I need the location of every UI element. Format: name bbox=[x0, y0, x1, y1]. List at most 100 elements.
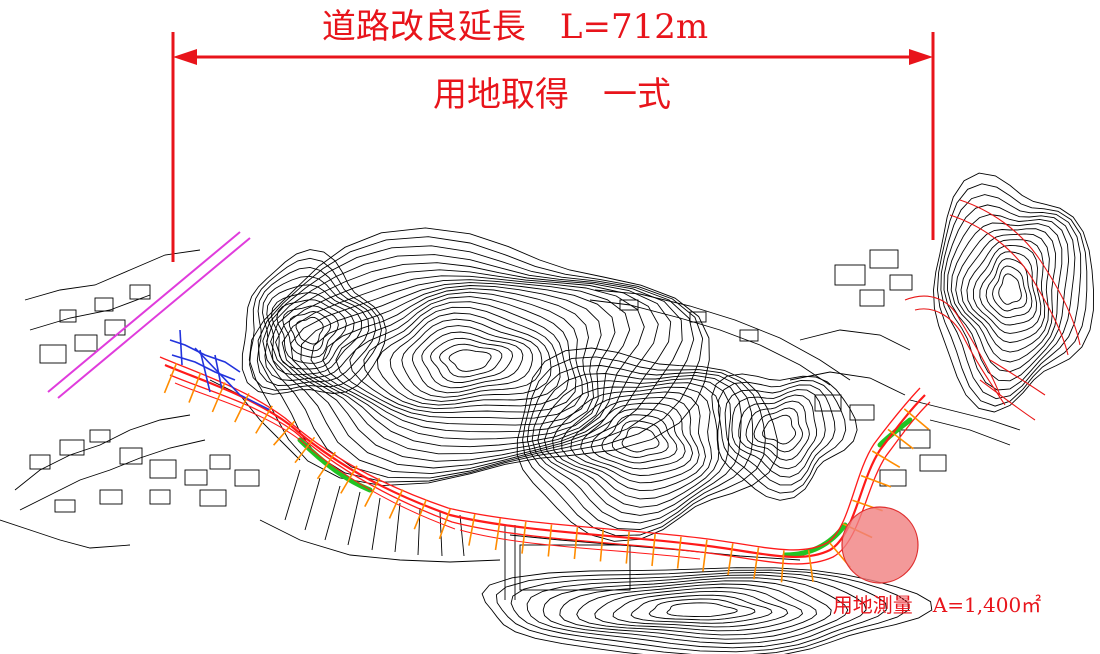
dimension-bracket bbox=[171, 32, 935, 262]
survey-cross-section-mark bbox=[871, 450, 901, 468]
contour-line bbox=[621, 426, 660, 453]
contour-lines bbox=[241, 172, 1094, 654]
contour-line bbox=[266, 284, 362, 376]
contour-line bbox=[940, 194, 1082, 400]
contour-line bbox=[430, 337, 514, 383]
contour-line bbox=[960, 233, 1050, 353]
survey-cross-section-mark bbox=[294, 436, 316, 464]
contour-line bbox=[950, 222, 1063, 373]
contour-line bbox=[937, 183, 1088, 407]
building-lots-center bbox=[259, 289, 851, 600]
survey-cross-section-mark bbox=[211, 382, 226, 413]
contour-line bbox=[295, 316, 324, 345]
contour-line bbox=[933, 172, 1094, 413]
east-slope-hatching bbox=[904, 199, 1081, 421]
contour-line bbox=[611, 420, 669, 458]
survey-cross-section-mark bbox=[188, 372, 202, 403]
contour-line bbox=[439, 343, 503, 378]
contour-line bbox=[552, 386, 713, 500]
contour-line bbox=[762, 414, 797, 445]
survey-cross-section-mark bbox=[364, 477, 381, 507]
contour-line bbox=[966, 239, 1046, 343]
survey-cross-section-mark bbox=[234, 393, 250, 423]
building-lots-west bbox=[0, 249, 301, 549]
contour-line bbox=[281, 275, 645, 455]
contour-line bbox=[241, 249, 387, 395]
contour-line bbox=[955, 228, 1057, 363]
land-survey-area-circle bbox=[841, 506, 919, 584]
contour-line bbox=[711, 373, 858, 501]
contour-line bbox=[276, 299, 347, 364]
contour-line bbox=[495, 569, 909, 654]
survey-cross-section-mark bbox=[340, 465, 358, 494]
survey-cross-section-mark bbox=[413, 499, 428, 530]
contour-line bbox=[972, 244, 1042, 334]
contour-line bbox=[411, 325, 533, 394]
contour-line bbox=[271, 292, 355, 370]
contour-line bbox=[576, 583, 817, 636]
survey-cross-section-mark bbox=[887, 428, 914, 450]
survey-cross-section-mark bbox=[807, 550, 814, 583]
survey-cross-section-mark bbox=[651, 534, 656, 567]
contour-line bbox=[724, 384, 836, 486]
contour-line bbox=[526, 574, 867, 649]
contour-line bbox=[946, 214, 1070, 382]
survey-cross-section-mark bbox=[753, 547, 760, 580]
contour-line bbox=[998, 273, 1022, 305]
contour-line bbox=[376, 306, 561, 406]
road-route-centerline bbox=[159, 356, 931, 565]
contour-line bbox=[731, 389, 826, 478]
contour-line bbox=[531, 373, 742, 524]
contour-line bbox=[249, 257, 382, 391]
railway bbox=[47, 231, 251, 399]
survey-cross-section-mark bbox=[780, 550, 785, 583]
survey-cross-section-mark bbox=[272, 420, 296, 446]
contour-line bbox=[421, 331, 524, 389]
contour-line bbox=[282, 305, 339, 358]
contour-line bbox=[516, 347, 778, 542]
contour-line bbox=[257, 236, 704, 483]
survey-cross-section-mark bbox=[625, 531, 630, 564]
land-survey-label: 用地測量 A=1,400㎡ bbox=[833, 593, 1041, 617]
contour-line bbox=[300, 282, 616, 440]
contour-line bbox=[270, 262, 672, 469]
building-lots-east bbox=[789, 249, 1021, 487]
contour-line bbox=[290, 279, 631, 448]
contour-line bbox=[363, 301, 570, 410]
survey-cross-section-mark bbox=[468, 513, 476, 546]
survey-cross-section-mark bbox=[438, 508, 452, 540]
road-length-label: 道路改良延長 L=712m bbox=[322, 7, 708, 47]
contour-line bbox=[630, 594, 773, 624]
contour-line bbox=[601, 414, 678, 464]
contour-line bbox=[448, 349, 492, 372]
contour-line bbox=[542, 577, 849, 644]
survey-cross-section-mark bbox=[494, 518, 501, 551]
contour-line bbox=[544, 382, 721, 508]
contour-line bbox=[310, 285, 602, 433]
contour-line bbox=[510, 571, 887, 653]
contour-line bbox=[580, 402, 694, 476]
contour-line bbox=[992, 265, 1028, 312]
contour-line bbox=[943, 204, 1076, 391]
contour-line bbox=[522, 356, 766, 537]
survey-cross-section-mark bbox=[163, 362, 178, 394]
contour-line bbox=[481, 567, 933, 654]
survey-cross-section-mark bbox=[547, 524, 553, 557]
contour-line bbox=[745, 400, 810, 461]
survey-cross-section-mark bbox=[388, 489, 404, 519]
survey-cross-section-mark bbox=[676, 536, 682, 569]
contour-line bbox=[335, 291, 583, 419]
blue-structure-lines bbox=[169, 329, 271, 411]
survey-cross-section-mark bbox=[599, 529, 604, 562]
survey-cross-section-mark bbox=[903, 408, 930, 431]
orange-survey-marks bbox=[163, 362, 930, 583]
contour-line bbox=[559, 580, 832, 640]
survey-cross-section-mark bbox=[573, 527, 579, 560]
contour-line bbox=[570, 396, 700, 484]
contour-line bbox=[322, 288, 589, 426]
contour-line bbox=[594, 587, 804, 632]
contour-line bbox=[612, 590, 789, 628]
contour-line bbox=[389, 312, 552, 402]
contour-line bbox=[717, 380, 847, 494]
survey-cross-section-mark bbox=[316, 451, 336, 480]
